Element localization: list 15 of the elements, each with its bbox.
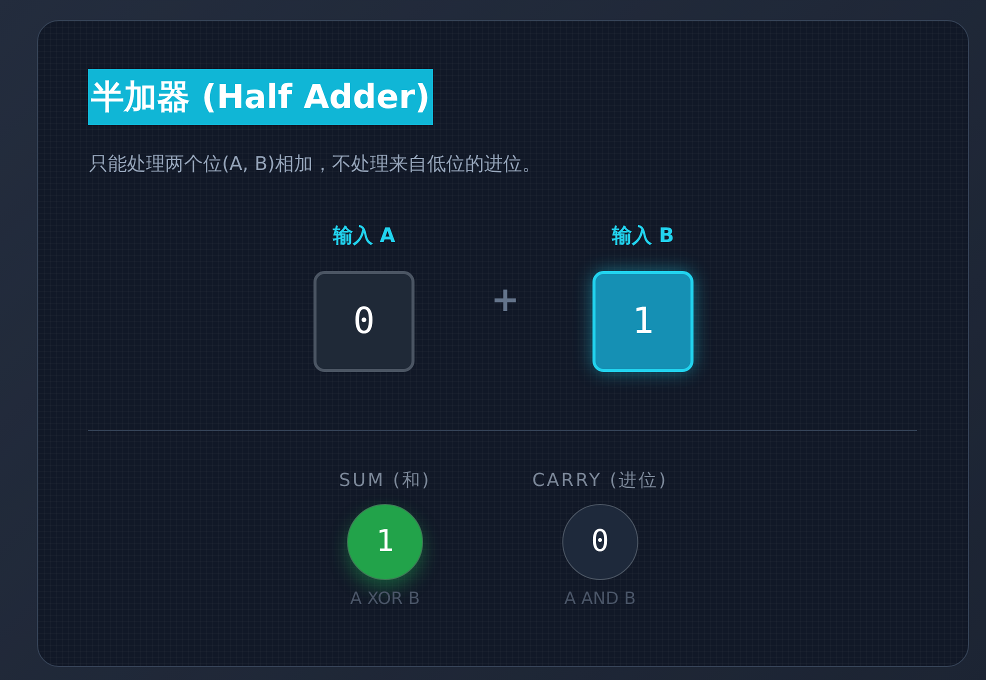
formula-caption: A XOR B	[350, 588, 420, 609]
bit-value: 1	[376, 524, 394, 560]
description-text: 只能处理两个位(A, B)相加，不处理来自低位的进位。	[89, 152, 541, 177]
bit-value: 0	[353, 301, 375, 342]
bit-value: 1	[632, 301, 654, 342]
bit-box	[592, 271, 694, 372]
title-heading: 半加器 (Half Adder)	[88, 69, 434, 125]
formula-caption: A AND B	[564, 588, 636, 609]
input-heading: 输入 A	[332, 223, 396, 247]
output-heading: CARRY (进位)	[532, 470, 668, 492]
plus-sign: +	[491, 280, 520, 320]
input-heading: 输入 B	[612, 223, 674, 247]
output-heading: SUM (和)	[339, 470, 431, 492]
bit-box	[314, 271, 414, 372]
bit-value: 0	[590, 524, 610, 560]
